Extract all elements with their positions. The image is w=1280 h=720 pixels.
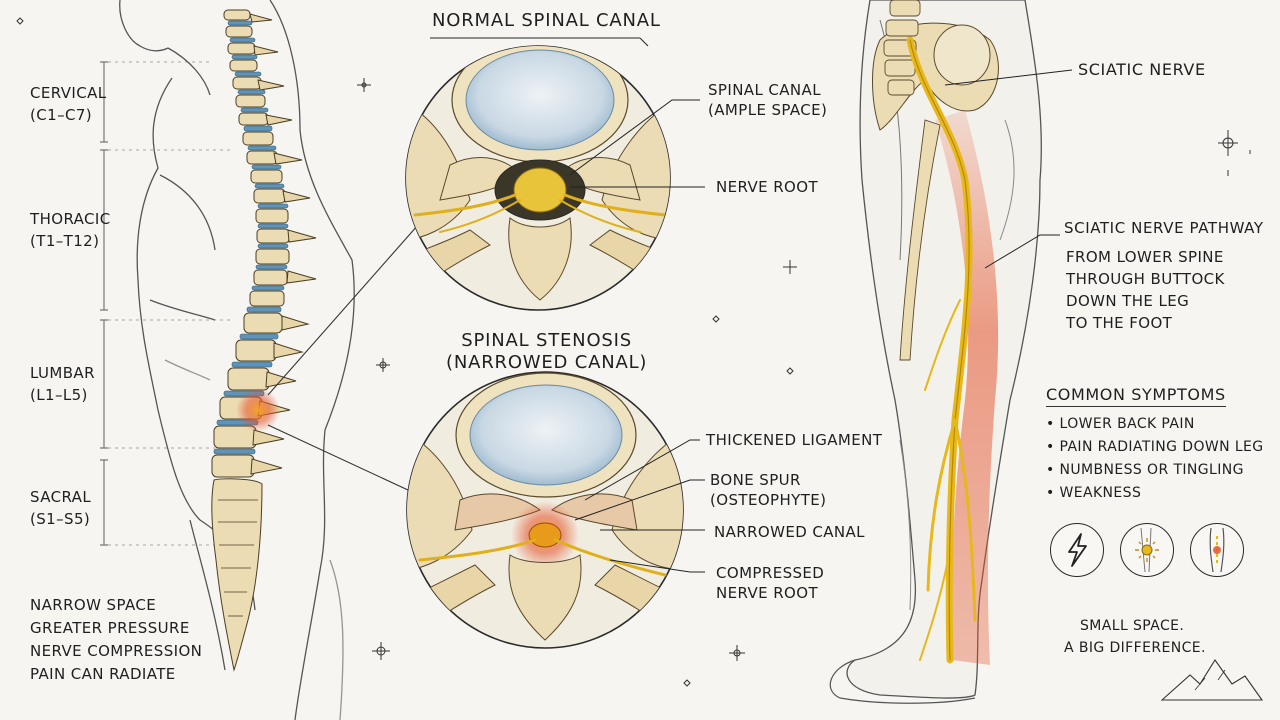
region-range: (L1–L5) xyxy=(30,386,88,404)
normal-canal-title: NORMAL SPINAL CANAL xyxy=(432,10,661,31)
tingling-icon xyxy=(1120,523,1174,577)
pathway-step: DOWN THE LEG xyxy=(1066,292,1190,310)
region-thoracic: THORACIC (T1–T12) xyxy=(30,208,111,252)
label-narrowed-canal: NARROWED CANAL xyxy=(714,523,865,541)
sparkle-decorations xyxy=(16,17,1251,687)
leg-pain-glyph xyxy=(1209,527,1225,573)
symptom-item: • WEAKNESS xyxy=(1046,485,1142,501)
label-thickened-ligament: THICKENED LIGAMENT xyxy=(706,431,883,449)
notes-list: NARROW SPACE GREATER PRESSURE NERVE COMP… xyxy=(30,594,202,686)
label-nerve-root: NERVE ROOT xyxy=(716,178,819,196)
region-range: (T1–T12) xyxy=(30,232,100,250)
stenosis-canal-view xyxy=(406,371,684,649)
lightning-glyph xyxy=(1068,533,1087,567)
tagline-line2: A BIG DIFFERENCE. xyxy=(1064,640,1206,656)
label-line: NERVE ROOT xyxy=(716,584,819,602)
symptom-item: • LOWER BACK PAIN xyxy=(1046,416,1195,432)
region-name: CERVICAL xyxy=(30,84,107,102)
spine-column xyxy=(211,9,317,672)
region-name: THORACIC xyxy=(30,210,111,228)
title-line: (NARROWED CANAL) xyxy=(446,352,648,373)
leg-figure xyxy=(829,0,1042,704)
symptoms-list: • LOWER BACK PAIN • PAIN RADIATING DOWN … xyxy=(1046,413,1264,505)
region-brackets xyxy=(100,61,240,546)
pathway-step: THROUGH BUTTOCK xyxy=(1066,270,1225,288)
pathway-step: FROM LOWER SPINE xyxy=(1066,248,1224,266)
tagline-line1: SMALL SPACE. xyxy=(1080,618,1185,634)
mountain-sketch xyxy=(1160,659,1264,701)
symptom-item: • PAIN RADIATING DOWN LEG xyxy=(1046,439,1264,455)
leg-pain-icon xyxy=(1190,523,1244,577)
tingling-glyph xyxy=(1135,527,1159,573)
label-spinal-canal: SPINAL CANAL (AMPLE SPACE) xyxy=(708,80,827,120)
label-sciatic-nerve: SCIATIC NERVE xyxy=(1078,60,1206,79)
note-item: NARROW SPACE xyxy=(30,596,157,614)
pathway-title: SCIATIC NERVE PATHWAY xyxy=(1064,219,1264,237)
lightning-icon xyxy=(1050,523,1104,577)
label-compressed-nerve-root: COMPRESSED NERVE ROOT xyxy=(716,563,824,603)
note-item: NERVE COMPRESSION xyxy=(30,642,203,660)
region-name: SACRAL xyxy=(30,488,92,506)
connector-lines xyxy=(267,224,419,491)
region-range: (S1–S5) xyxy=(30,510,91,528)
right-leader-lines xyxy=(944,69,1073,269)
symptoms-title: COMMON SYMPTOMS xyxy=(1046,385,1226,407)
label-line: (AMPLE SPACE) xyxy=(708,101,828,119)
symptom-item: • NUMBNESS OR TINGLING xyxy=(1046,462,1244,478)
title-line: SPINAL STENOSIS xyxy=(461,330,632,351)
label-line: COMPRESSED xyxy=(716,564,825,582)
label-line: SPINAL CANAL xyxy=(708,81,821,99)
stenosis-title: SPINAL STENOSIS (NARROWED CANAL) xyxy=(446,330,647,374)
note-item: PAIN CAN RADIATE xyxy=(30,665,176,683)
normal-canal-view xyxy=(405,45,671,311)
pathway-step: TO THE FOOT xyxy=(1066,314,1173,332)
label-line: (OSTEOPHYTE) xyxy=(710,491,827,509)
label-bone-spur: BONE SPUR (OSTEOPHYTE) xyxy=(710,470,826,510)
center-leader-lines xyxy=(430,37,705,573)
pathway-steps: FROM LOWER SPINE THROUGH BUTTOCK DOWN TH… xyxy=(1066,246,1225,334)
torso-figure xyxy=(119,0,355,720)
region-lumbar: LUMBAR (L1–L5) xyxy=(30,362,95,406)
region-cervical: CERVICAL (C1–C7) xyxy=(30,82,107,126)
note-item: GREATER PRESSURE xyxy=(30,619,190,637)
region-sacral: SACRAL (S1–S5) xyxy=(30,486,91,530)
region-range: (C1–C7) xyxy=(30,106,93,124)
region-name: LUMBAR xyxy=(30,364,95,382)
label-line: BONE SPUR xyxy=(710,471,801,489)
